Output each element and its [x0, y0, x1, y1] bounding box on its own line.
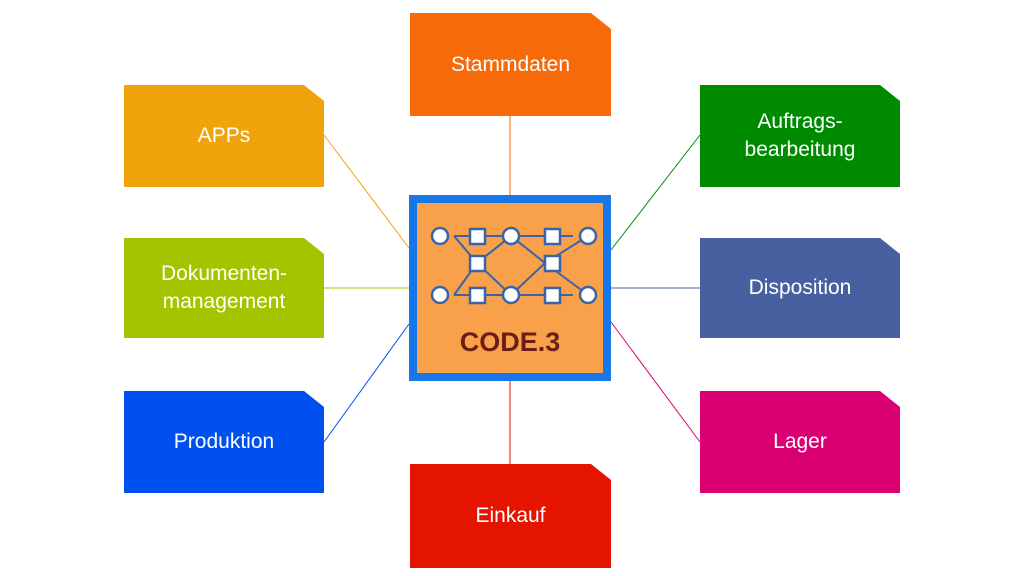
connector-lager	[610, 321, 701, 443]
module-apps: APPs	[124, 85, 324, 187]
module-einkauf: Einkauf	[410, 464, 611, 568]
module-label: Auftrags- bearbeitung	[744, 110, 856, 161]
process-network-icon	[430, 226, 598, 305]
module-label: Dokumenten- management	[160, 262, 288, 313]
module-dokumentenmanagement: Dokumenten- management	[124, 238, 324, 338]
module-label: Disposition	[748, 276, 852, 299]
module-produktion: Produktion	[124, 391, 324, 493]
connector-auftragsbearbeitung	[610, 134, 701, 251]
module-lager: Lager	[700, 391, 900, 493]
connector-produktion	[323, 323, 410, 443]
center-hub-inner: CODE.3	[417, 203, 603, 373]
module-auftragsbearbeitung: Auftrags- bearbeitung	[700, 85, 900, 187]
module-label: Produktion	[173, 430, 275, 453]
module-label: APPs	[197, 124, 251, 147]
module-label: Stammdaten	[450, 52, 571, 76]
module-stammdaten: Stammdaten	[410, 13, 611, 116]
module-label: Lager	[773, 430, 827, 453]
center-hub: CODE.3	[409, 195, 611, 381]
module-disposition: Disposition	[700, 238, 900, 338]
center-label: CODE.3	[459, 327, 561, 357]
connector-apps	[323, 134, 410, 249]
module-label: Einkauf	[475, 504, 546, 527]
